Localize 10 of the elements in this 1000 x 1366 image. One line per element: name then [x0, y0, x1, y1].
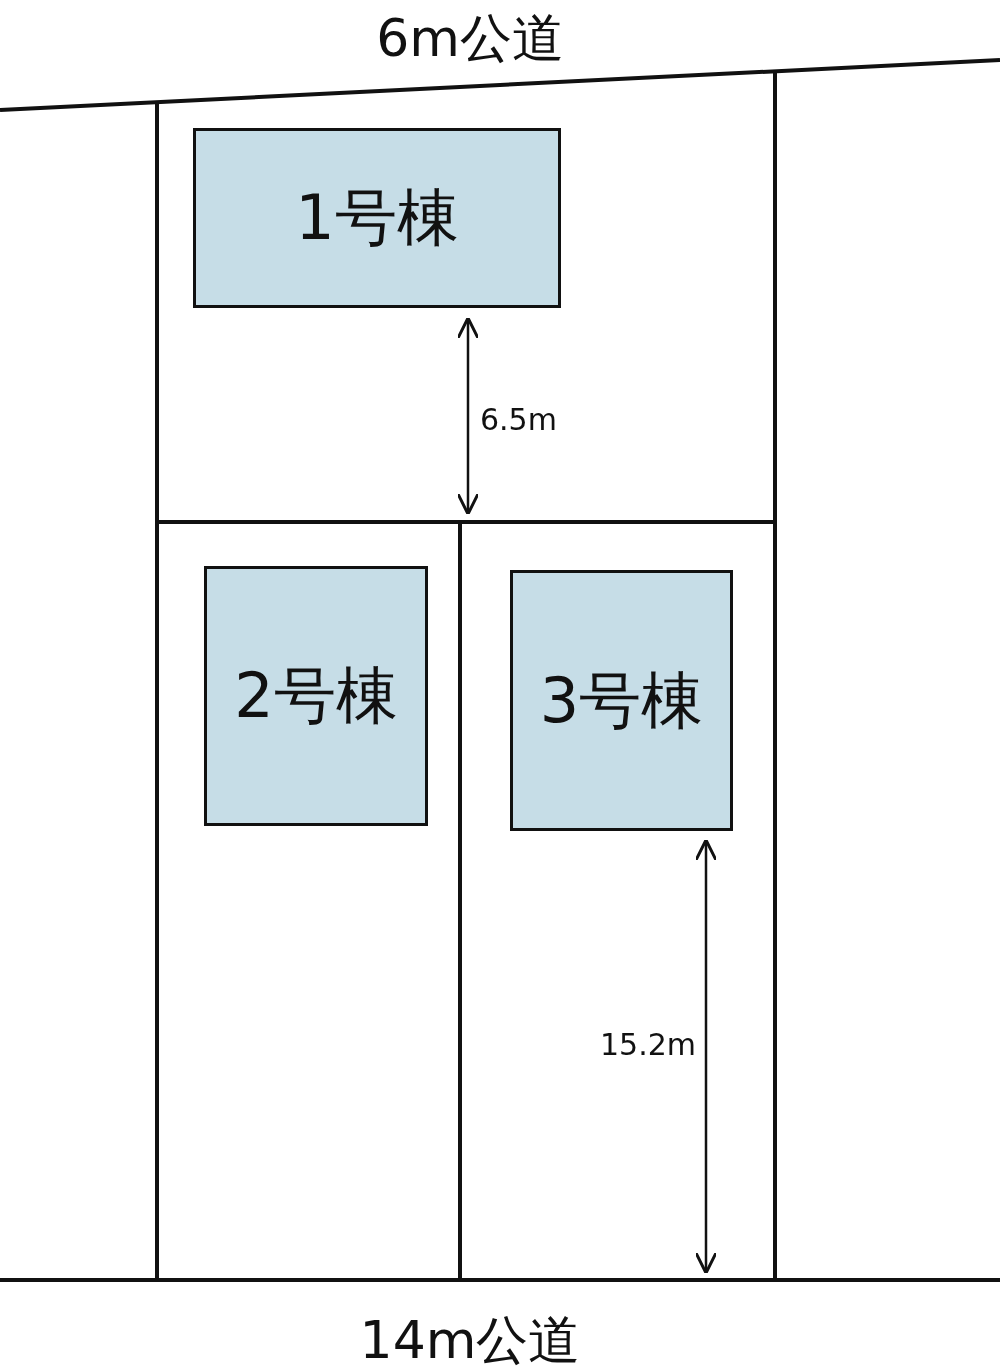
building-footprint	[510, 570, 733, 831]
road-label: 14m公道	[359, 1309, 581, 1366]
building-footprint	[204, 566, 428, 826]
dimension-label: 15.2m	[600, 1027, 697, 1062]
building-footprint	[193, 128, 561, 308]
building-label: 1号棟	[295, 180, 459, 256]
building-label: 2号棟	[234, 658, 398, 734]
road-label: 6m公道	[376, 7, 564, 70]
building-label: 3号棟	[539, 662, 704, 739]
dimension-label: 6.5m	[480, 402, 557, 437]
